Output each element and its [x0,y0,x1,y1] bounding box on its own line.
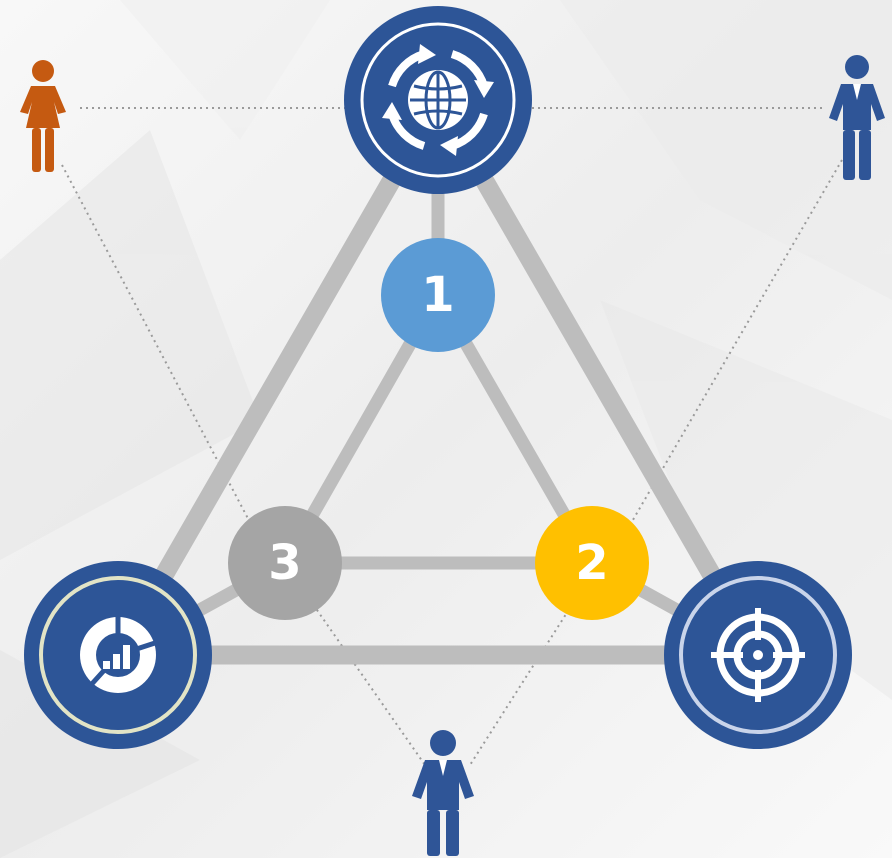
chart-donut-icon [80,612,159,693]
node-3: 3 [228,506,342,620]
right-hub [664,561,852,749]
target-icon [711,608,805,702]
node-1-label: 1 [421,267,454,323]
left-hub [24,561,212,749]
dotted-line-man-to-2 [629,159,843,526]
node-2-label: 2 [575,535,608,591]
node-3-label: 3 [268,535,301,591]
dotted-line-2-to-bottom [469,599,576,766]
outer-edge-left [108,90,448,665]
man-blue-icon [829,55,885,180]
node-1: 1 [381,238,495,352]
globe-refresh-icon [382,44,494,156]
outer-edge-right [428,90,768,665]
outer-triangle [108,90,768,665]
node-2: 2 [535,506,649,620]
top-hub [344,6,532,194]
man-blue-icon [412,730,474,856]
woman-orange-icon [20,60,66,172]
